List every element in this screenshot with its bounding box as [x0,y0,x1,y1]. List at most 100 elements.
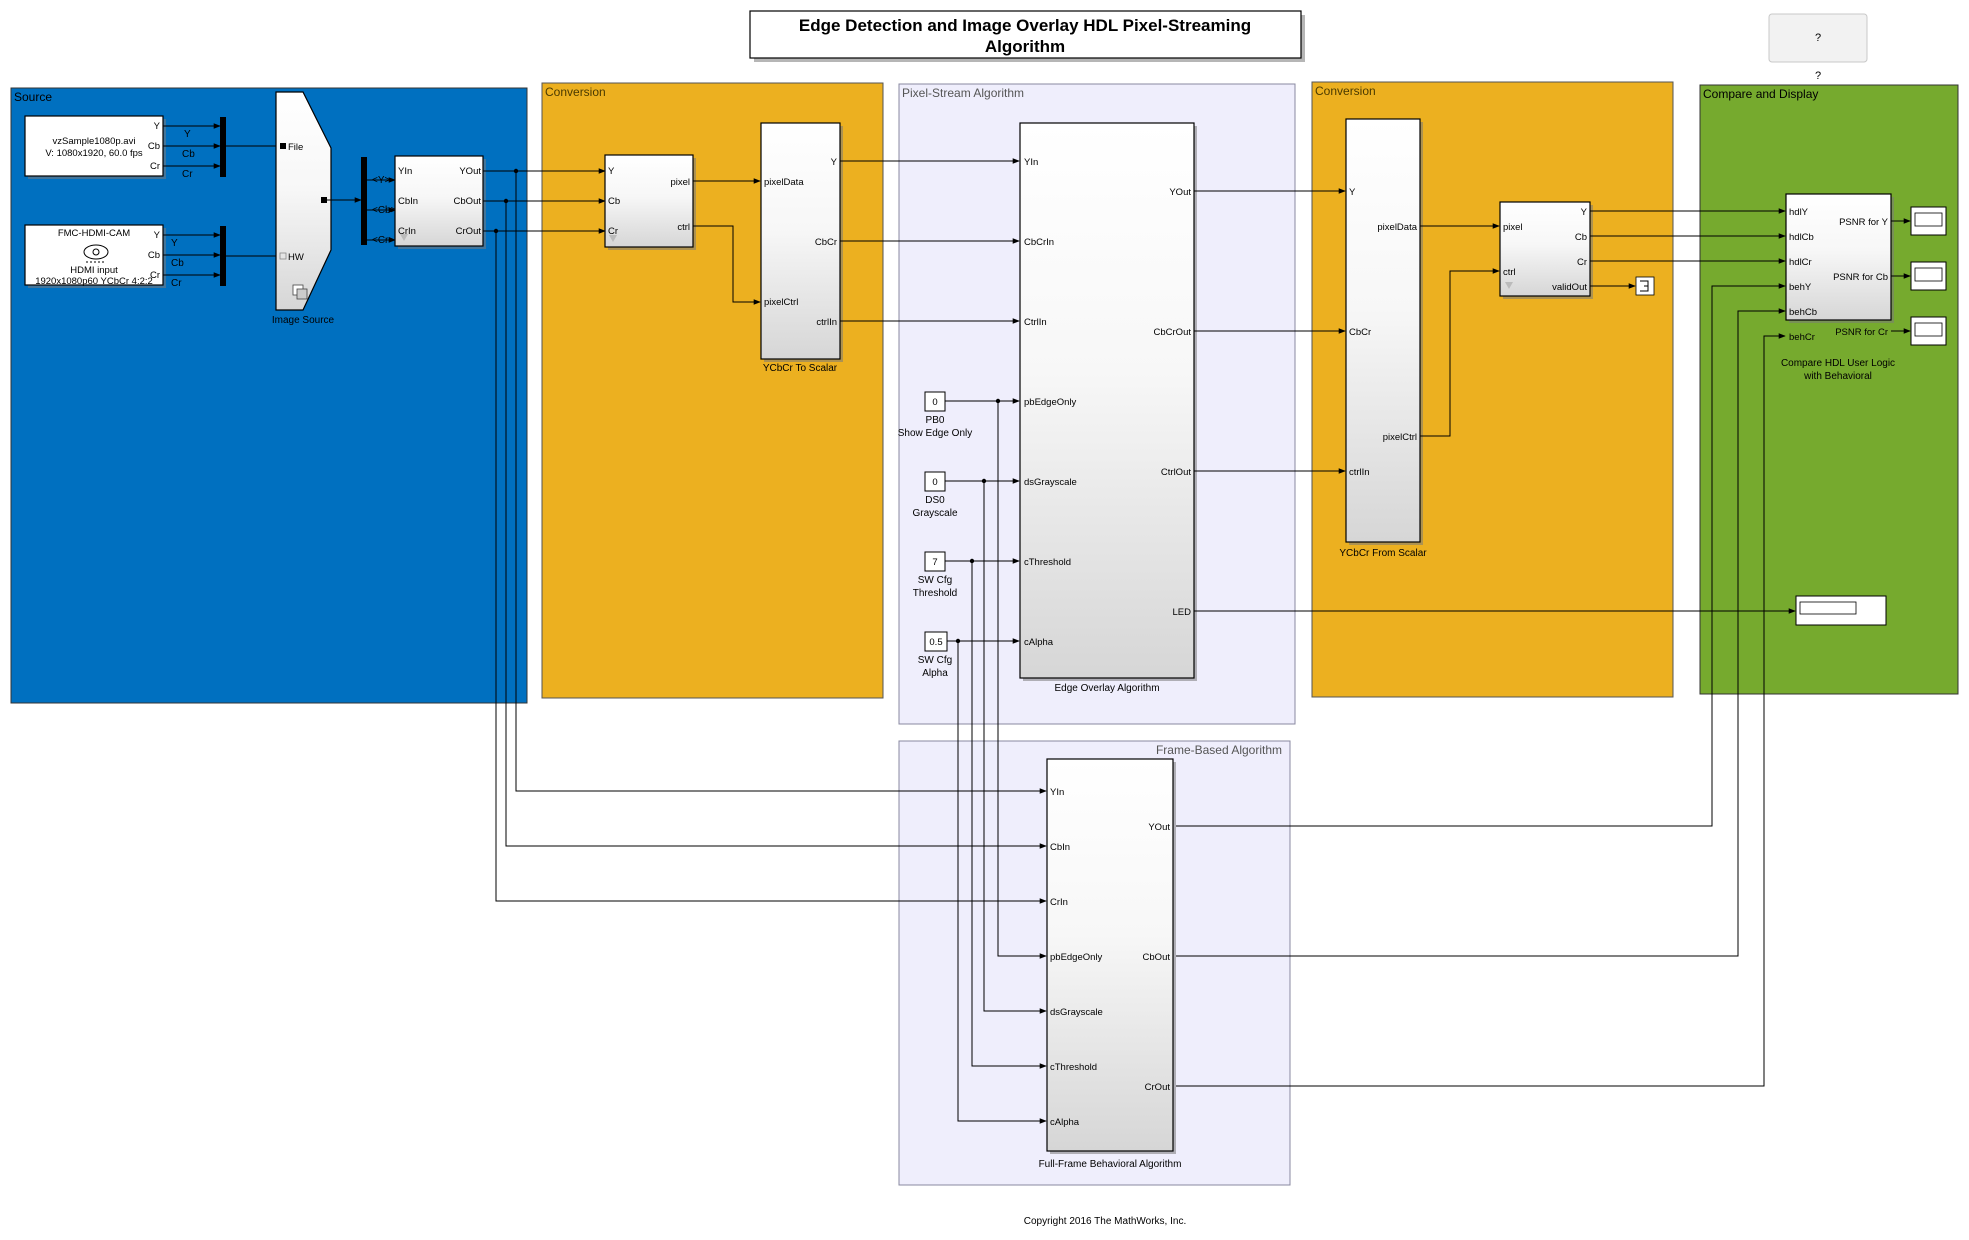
help-button[interactable] [1768,13,1868,63]
eo-out-yout: YOut [1169,187,1191,198]
help-button-text: ? [1815,32,1821,44]
frame-based-area-label: Frame-Based Algorithm [1156,743,1282,757]
frame-to-pixels-block[interactable] [604,154,694,248]
p2f-in-ctrl: ctrl [1503,267,1516,278]
to-scalar-in-pixeldata: pixelData [764,177,804,188]
hdmi-port-y: Y [154,230,161,241]
compare-in-behcr: behCr [1789,332,1815,343]
down-arrow-icon [1505,282,1513,289]
file-reader-block[interactable] [24,115,164,177]
bus-label-cr: <Cr> [372,235,394,246]
eo-out-led: LED [1173,607,1192,618]
edge-overlay-caption: Edge Overlay Algorithm [1054,683,1159,694]
beh-in-calpha: cAlpha [1050,1117,1080,1128]
beh-out-yout: YOut [1148,822,1170,833]
from-scalar-in-y: Y [1349,187,1356,198]
constant-ds0-value: 0 [932,477,937,488]
file-port-marker [280,143,286,149]
image-source-caption: Image Source [272,315,335,326]
hdmi-input-block[interactable] [24,224,164,286]
hdmi-signal-y: Y [171,238,178,249]
compare-in-behcb: behCb [1789,307,1817,318]
eo-in-pbedgeonly: pbEdgeOnly [1024,397,1077,408]
beh-in-crin: CrIn [1050,897,1068,908]
beh-in-cbin: CbIn [1050,842,1070,853]
behavioral-block[interactable] [1046,758,1174,1152]
edge-overlay-block[interactable] [1019,122,1195,679]
hdmi-port-cr: Cr [150,270,160,281]
image-source-file-port: File [288,142,303,153]
camera-icon [83,244,109,263]
constant-alpha-value: 0.5 [929,637,942,648]
constant-ds0-line1: DS0 [925,495,945,506]
ycbcr-to-scalar-block[interactable] [760,122,841,360]
io-in-cb: CbIn [398,196,418,207]
constant-threshold-value: 7 [932,557,937,568]
p2f-out-cr: Cr [1577,257,1587,268]
io-out-y: YOut [459,166,481,177]
file-port-y: Y [154,121,161,132]
bus-label-cb: <Cb> [372,205,397,216]
compare-in-hdly: hdlY [1789,207,1809,218]
ycbcr-to-scalar-caption: YCbCr To Scalar [763,363,838,374]
down-arrow-icon [609,235,617,242]
f2p-out-pixel: pixel [670,177,690,188]
variant-icon [292,284,308,300]
f2p-in-cb: Cb [608,196,620,207]
image-source-hw-port: HW [288,252,304,263]
ycbcr-from-scalar-caption: YCbCr From Scalar [1339,548,1427,559]
pixels-to-frame-block[interactable] [1499,201,1591,297]
title-line-1: Edge Detection and Image Overlay HDL Pix… [799,16,1251,35]
compare-in-hdlcb: hdlCb [1789,232,1814,243]
compare-block[interactable] [1785,193,1892,321]
hdmi-port-cb: Cb [148,250,160,261]
p2f-out-cb: Cb [1575,232,1587,243]
compare-caption-line-1: Compare HDL User Logic [1781,358,1895,369]
p2f-in-pixel: pixel [1503,222,1523,233]
bus-selector[interactable] [361,157,367,245]
io-in-cr: CrIn [398,226,416,237]
file-port-cr: Cr [150,161,160,172]
io-out-cr: CrOut [456,226,482,237]
from-scalar-in-cbcr: CbCr [1349,327,1371,338]
bus-creator-hdmi[interactable] [220,226,226,286]
constant-ds0-line2: Grayscale [912,508,957,519]
bus-label-y: <Y> [372,175,391,186]
beh-out-crout: CrOut [1145,1082,1171,1093]
compare-out-psnr-cr: PSNR for Cr [1835,327,1888,338]
image-source-block[interactable] [275,91,332,311]
compare-caption-line-2: with Behavioral [1803,371,1872,382]
to-scalar-out-ctrlin: ctrlIn [816,317,837,328]
constant-pb0-line2: Show Edge Only [898,428,973,439]
p2f-out-y: Y [1581,207,1588,218]
constant-threshold-line2: Threshold [913,588,957,599]
compare-area-label: Compare and Display [1703,87,1818,101]
eo-in-cthreshold: cThreshold [1024,557,1071,568]
eo-out-cbcrout: CbCrOut [1154,327,1192,338]
compare-out-psnr-cb: PSNR for Cb [1833,272,1888,283]
io-in-y: YIn [398,166,412,177]
compare-in-behy: behY [1789,282,1812,293]
bus-creator-file[interactable] [220,117,226,177]
eo-out-ctrlout: CtrlOut [1161,467,1191,478]
file-port-cb: Cb [148,141,160,152]
hdmi-signal-cr: Cr [171,278,182,289]
hdmi-signal-cb: Cb [171,258,184,269]
beh-in-pbedgeonly: pbEdgeOnly [1050,952,1103,963]
eo-in-calpha: cAlpha [1024,637,1054,648]
help-label: ? [1815,70,1821,82]
hdmi-block-line-1: HDMI input [70,265,118,276]
compare-in-hdlcr: hdlCr [1789,257,1812,268]
file-reader-name: vzSample1080p.avi [53,136,136,147]
constant-alpha-line1: SW Cfg [918,655,952,666]
eo-in-ctrlin: CtrlIn [1024,317,1047,328]
terminator-block[interactable] [1635,276,1655,296]
ycbcr-from-scalar-block[interactable] [1345,118,1421,543]
eo-in-dsgrayscale: dsGrayscale [1024,477,1077,488]
beh-in-yin: YIn [1050,787,1064,798]
beh-in-dsgrayscale: dsGrayscale [1050,1007,1103,1018]
file-signal-y: Y [184,129,191,140]
f2p-in-y: Y [608,166,615,177]
from-scalar-in-ctrlin: ctrlIn [1349,467,1370,478]
image-source-out-port [321,197,327,203]
